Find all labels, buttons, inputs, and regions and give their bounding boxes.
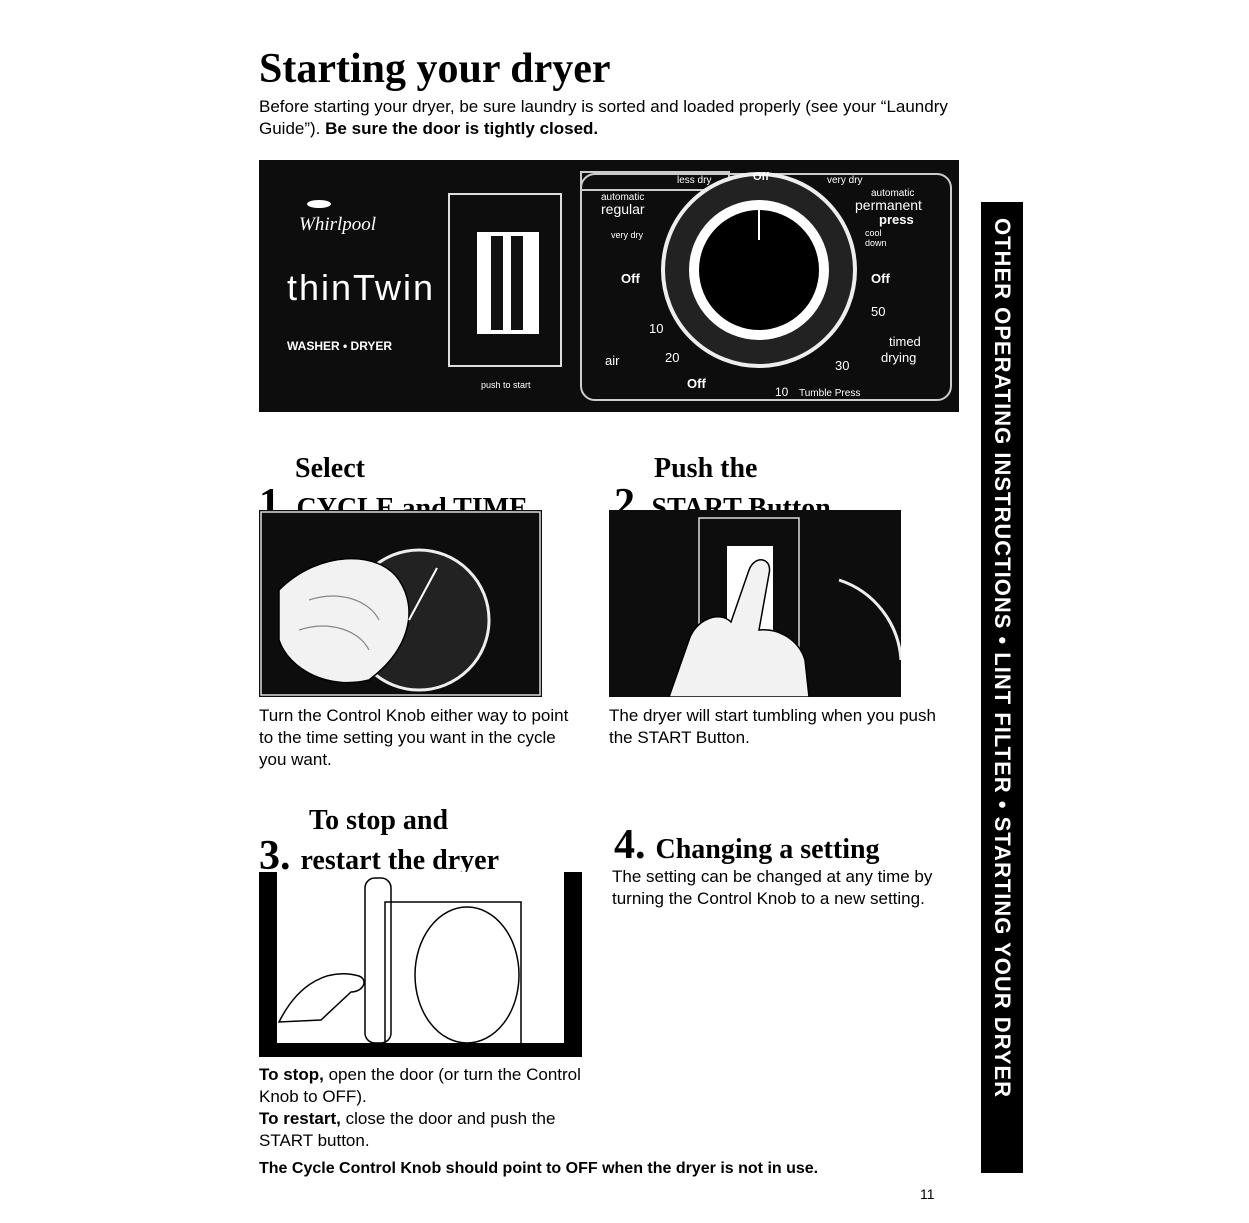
stop-text: open the door (or turn the Control Knob … [259, 1065, 581, 1106]
step-2-title-line1: Push the [654, 453, 758, 484]
hand-icon [278, 557, 410, 684]
section-sidebar: OTHER OPERATING INSTRUCTIONS • LINT FILT… [981, 202, 1023, 1173]
control-panel-drawing: Whirlpool thinTwin WASHER • DRYER push t… [287, 171, 952, 401]
intro-text: Before starting your dryer, be sure laun… [259, 97, 948, 138]
brand-logo: Whirlpool thinTwin WASHER • DRYER [287, 200, 435, 353]
model-name: thinTwin [287, 267, 435, 308]
washer-dryer-label: WASHER • DRYER [287, 339, 392, 353]
dryer-door [364, 877, 392, 1044]
step-1-image [259, 510, 542, 697]
label-fifty: 50 [871, 304, 885, 319]
stop-label: To stop, [259, 1065, 324, 1084]
brand-name: Whirlpool [299, 214, 376, 235]
label-down: down [865, 238, 887, 248]
step-3-title-line2: restart the dryer [300, 845, 500, 876]
step-4-number: 4. [614, 822, 646, 868]
label-press: press [879, 212, 914, 227]
label-off-bottom: Off [687, 376, 706, 391]
start-button-frame [448, 193, 562, 367]
footer-note: The Cycle Control Knob should point to O… [259, 1160, 819, 1177]
step-3-text: To stop, open the door (or turn the Cont… [259, 1064, 585, 1152]
label-thirty: 30 [835, 358, 849, 373]
label-off-top: Off [753, 171, 769, 183]
intro-paragraph: Before starting your dryer, be sure laun… [259, 96, 949, 140]
restart-label: To restart, [259, 1109, 341, 1128]
finger-icon [667, 559, 810, 698]
label-automatic-right: automatic [871, 188, 914, 199]
step-3: To stop and 3. restart the dryer [259, 805, 589, 878]
step-3-image [259, 872, 582, 1057]
label-regular: regular [601, 201, 645, 217]
push-button-drawing [667, 517, 903, 698]
step-3-heading: 3. restart the dryer [259, 835, 589, 877]
step-3-title-line1: To stop and [309, 805, 449, 836]
label-tumble-press: Tumble Press [799, 388, 860, 399]
push-to-start-label: push to start [481, 380, 531, 390]
control-panel-image: Whirlpool thinTwin WASHER • DRYER push t… [259, 160, 959, 412]
step-2-image [609, 510, 903, 698]
knob-hand-drawing [260, 511, 541, 696]
label-automatic-left: automatic [601, 192, 644, 203]
label-off-right: Off [871, 271, 890, 286]
open-door-drawing [259, 872, 582, 1057]
label-twenty: 20 [665, 350, 679, 365]
label-ten-bottom: 10 [775, 385, 789, 399]
step-4-heading: 4. Changing a setting [614, 824, 880, 866]
step-2-text: The dryer will start tumbling when you p… [609, 706, 936, 747]
step-4-text: The setting can be changed at any time b… [612, 867, 933, 908]
step-1-text: Turn the Control Knob either way to poin… [259, 706, 569, 769]
label-air: air [605, 353, 620, 368]
label-permanent: permanent [855, 197, 922, 213]
label-very-dry-left: very dry [611, 230, 644, 240]
label-cool: cool [865, 228, 882, 238]
label-very-dry: very dry [827, 175, 863, 186]
intro-emphasis: Be sure the door is tightly closed. [325, 119, 599, 138]
step-1-title-line1: Select [295, 453, 365, 484]
label-ten-left: 10 [649, 321, 663, 336]
dryer-opening [384, 901, 522, 1053]
label-timed: timed [889, 334, 921, 349]
label-off-left: Off [621, 271, 640, 286]
restart-text: close the door and push the START button… [259, 1109, 556, 1150]
label-less-dry: less dry [677, 175, 711, 186]
page-title: Starting your dryer [259, 46, 611, 92]
label-drying: drying [881, 350, 916, 365]
cycle-dial-section: less dry Off very dry automatic regular … [580, 171, 952, 401]
start-button [477, 232, 539, 334]
sidebar-text: OTHER OPERATING INSTRUCTIONS • LINT FILT… [990, 218, 1015, 1098]
step-3-number: 3. [259, 833, 291, 879]
step-4-title: Changing a setting [655, 834, 880, 865]
page-number: 11 [920, 1186, 935, 1202]
hand-icon-door [277, 973, 365, 1023]
